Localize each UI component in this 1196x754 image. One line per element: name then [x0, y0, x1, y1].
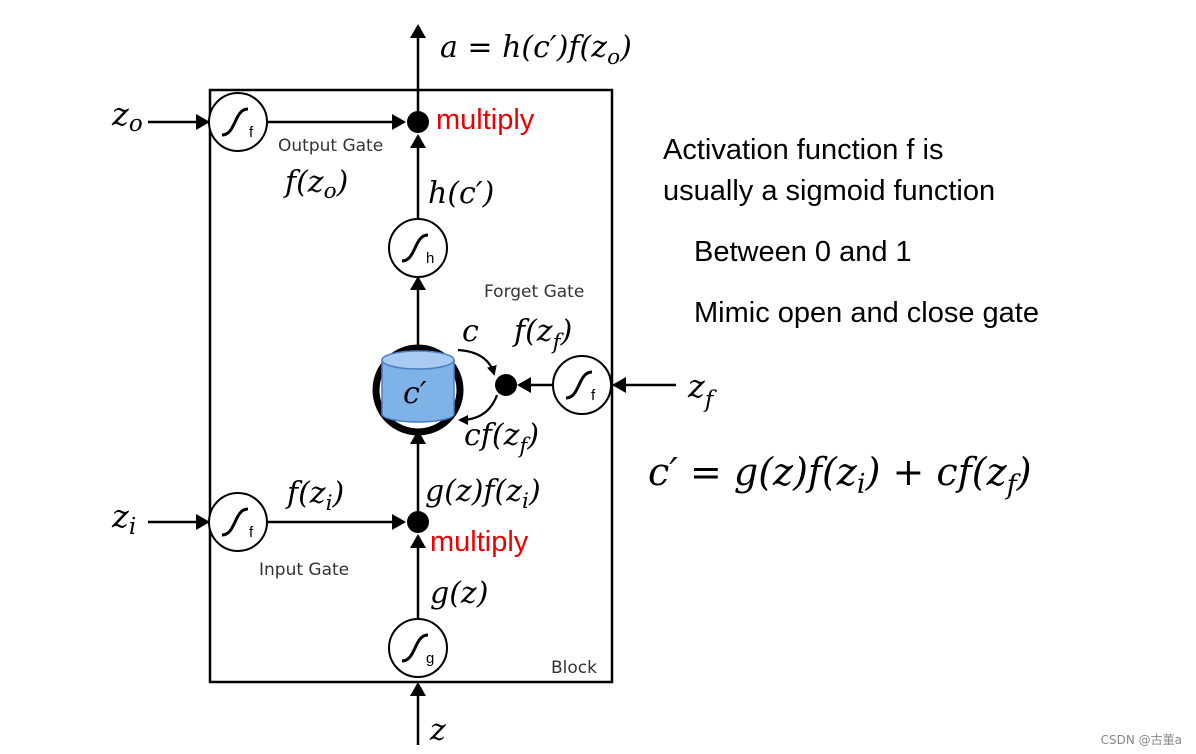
note-line-4: Mimic open and close gate [694, 297, 1039, 329]
note-line-1: Activation function f is [663, 134, 943, 166]
input-z-o: zo [111, 95, 143, 137]
f-zi-label: f(zi) [285, 476, 344, 516]
multiply-label-input: multiply [430, 526, 529, 558]
note-line-2: usually a sigmoid function [663, 175, 995, 207]
cell-update-formula: c′ = g(z)f(zi) + cf(zf) [648, 450, 1032, 501]
arrow-cell-to-forget-mult [457, 348, 497, 376]
note-line-3: Between 0 and 1 [694, 236, 912, 268]
multiply-dot-forget [495, 374, 517, 396]
input-gate-fn-label: f [249, 524, 254, 541]
g-z-label: g(z) [430, 576, 488, 611]
input-gate-label: Input Gate [259, 560, 349, 580]
h-sigmoid-icon: h [388, 218, 448, 278]
multiply-dot-input [407, 511, 429, 533]
multiply-dot-output [407, 111, 429, 133]
arrow-forget-mult-to-cell [458, 394, 499, 425]
cf-zf-label: cf(zf) [464, 418, 539, 459]
c-label: c [462, 314, 479, 349]
forget-gate-label: Forget Gate [484, 282, 584, 302]
f-zo-label: f(zo) [283, 165, 348, 204]
output-expression: a = h(c′)f(zo) [440, 30, 632, 70]
f-zf-label: f(zf) [512, 314, 572, 355]
watermark: CSDN @古董a [1101, 732, 1182, 747]
output-gate-fn-label: f [249, 124, 254, 141]
g-z-f-zi-label: g(z)f(zi) [425, 474, 541, 514]
forget-gate-fn-label: f [591, 387, 596, 404]
output-gate-sigmoid-icon: f [208, 92, 268, 152]
g-sigmoid-icon: g [388, 618, 448, 678]
input-z-i: zi [111, 497, 136, 540]
output-gate-label: Output Gate [278, 136, 383, 156]
multiply-label-output: multiply [436, 104, 535, 136]
input-z: z [429, 713, 446, 748]
cell-label: c′ [403, 376, 427, 411]
forget-gate-sigmoid-icon: f [552, 355, 612, 415]
g-fn-label: g [426, 650, 434, 667]
block-label: Block [551, 658, 597, 678]
memory-cell-icon: c′ [372, 344, 464, 436]
h-fn-label: h [426, 250, 434, 267]
input-z-f: zf [687, 367, 717, 413]
h-c-label: h(c′) [428, 176, 494, 211]
input-gate-sigmoid-icon: f [208, 492, 268, 552]
